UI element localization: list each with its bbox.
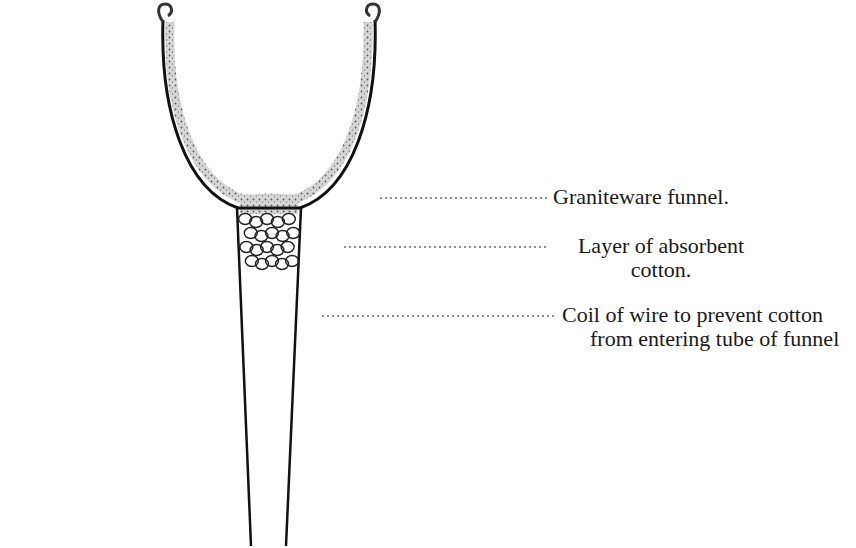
rim-curl bbox=[159, 4, 172, 22]
leader-line bbox=[322, 315, 556, 316]
coil-loop bbox=[282, 214, 295, 225]
leader-line bbox=[344, 246, 549, 247]
coil-loop bbox=[286, 256, 299, 267]
cotton-plug bbox=[240, 194, 298, 214]
coil-loop bbox=[287, 228, 300, 239]
part-label: Graniteware funnel. bbox=[553, 185, 813, 209]
funnel-bowl bbox=[163, 20, 375, 208]
funnel-stem bbox=[286, 208, 301, 546]
cotton-layer bbox=[170, 22, 368, 199]
funnel-stem bbox=[237, 208, 251, 546]
wire-coil bbox=[239, 214, 300, 270]
rim-curl bbox=[366, 4, 379, 22]
coil-loop bbox=[281, 242, 294, 253]
leader-line bbox=[380, 197, 549, 198]
part-label: Coil of wire to prevent cotton from ente… bbox=[562, 303, 850, 351]
part-label: Layer of absorbent cotton. bbox=[553, 234, 769, 282]
